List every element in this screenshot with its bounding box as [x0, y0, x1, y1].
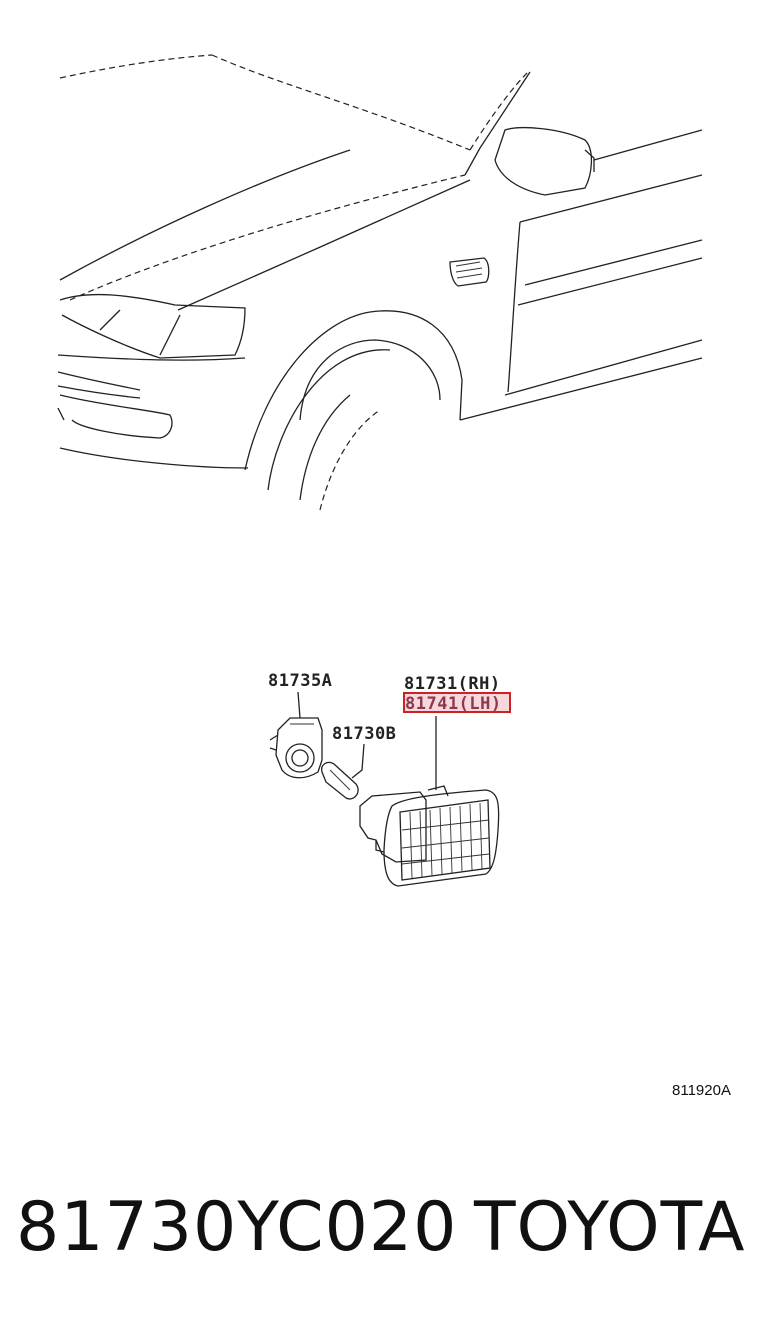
callout-socket[interactable]: 81735A: [268, 671, 332, 691]
callout-lamp-lh[interactable]: 81741(LH): [405, 694, 502, 714]
bulb-socket: [269, 717, 323, 779]
side-marker-lamp: [359, 785, 500, 887]
highlight-box: [403, 692, 511, 713]
parts-diagram: 81735A 81730B 81731(RH) 81741(LH) 811920…: [57, 54, 731, 1099]
callout-bulb[interactable]: 81730B: [332, 724, 396, 744]
callout-lamp-rh[interactable]: 81731(RH): [404, 674, 501, 694]
wedge-bulb: [321, 761, 359, 800]
bulb-leader-line: [351, 743, 365, 779]
part-number: 81730YC020: [16, 1188, 458, 1267]
socket-leader-line: [297, 691, 301, 719]
reference-code: 811920A: [672, 1082, 731, 1099]
car-outline-illustration: [57, 54, 703, 511]
footer: 81730YC020 TOYOTA: [0, 1188, 760, 1278]
brand-name: TOYOTA: [474, 1188, 746, 1267]
parts-cluster: 81735A 81730B 81731(RH) 81741(LH): [268, 671, 511, 887]
